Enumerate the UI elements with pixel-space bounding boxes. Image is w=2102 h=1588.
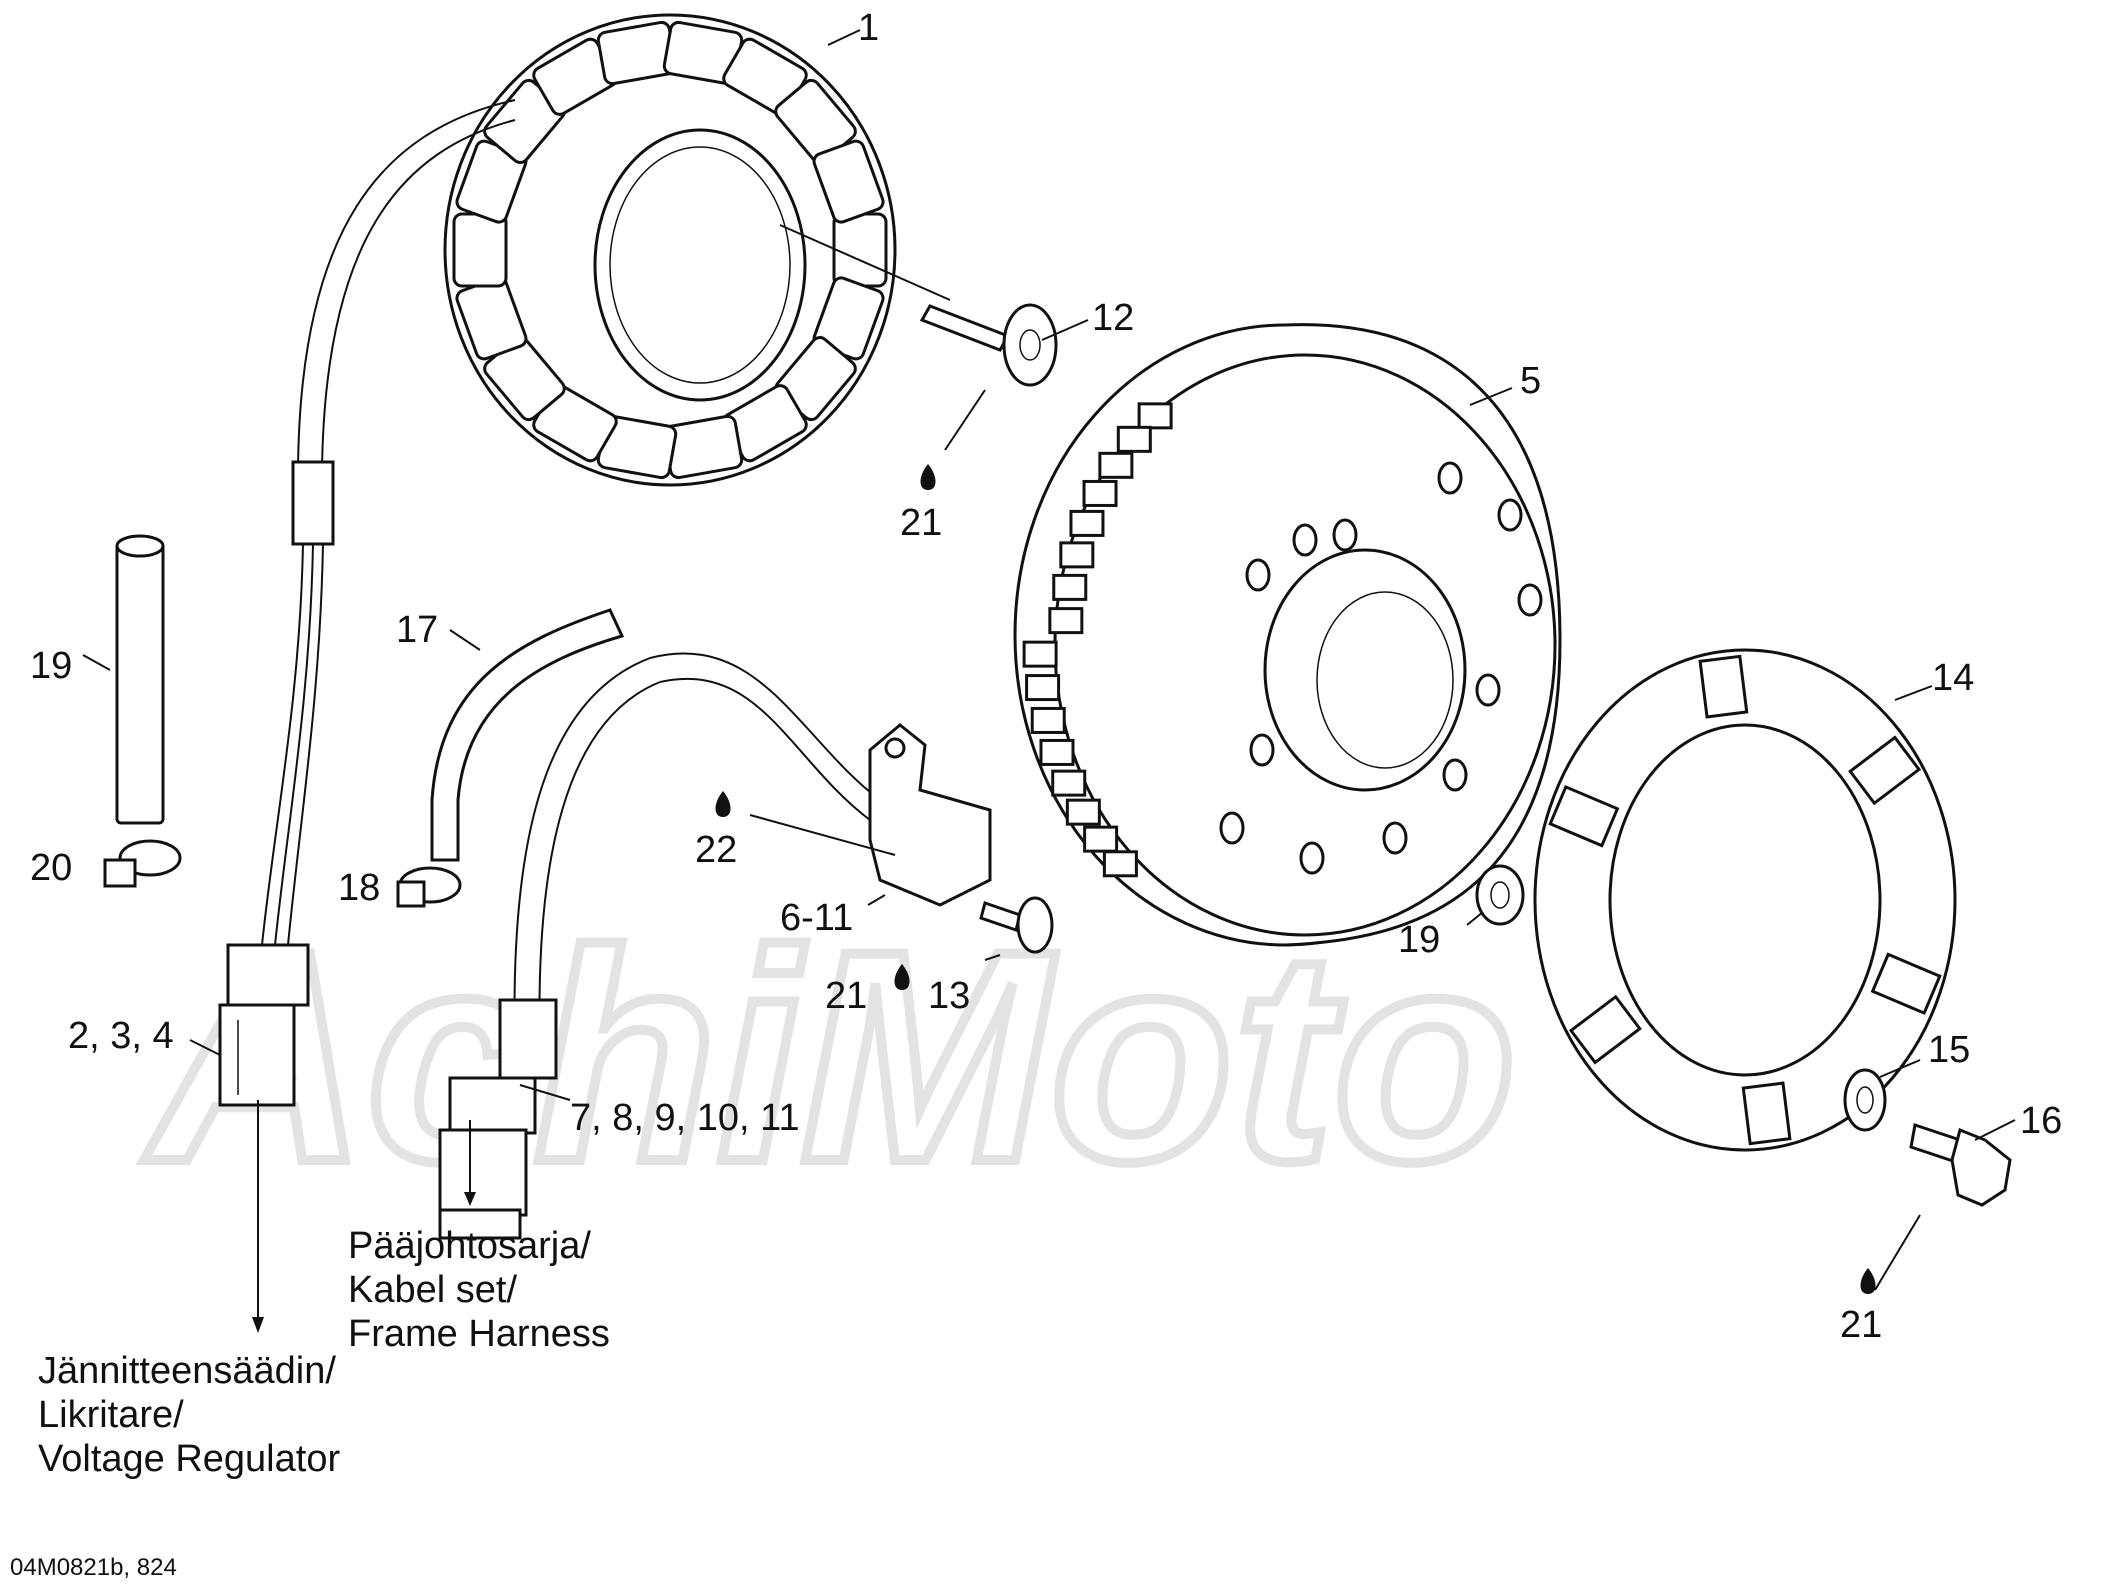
harness-note: Pääjohtosarja/ Kabel set/ Frame Harness [348, 1225, 610, 1355]
magnet [1039, 738, 1075, 766]
magnet [1102, 850, 1138, 878]
stator-tooth [812, 139, 885, 224]
magnet [1048, 607, 1084, 635]
magnet [1025, 674, 1061, 702]
flywheel-hole [1382, 821, 1408, 855]
stator-wire [261, 99, 516, 946]
callout-14: 14 [1932, 657, 1974, 699]
clamp-20 [103, 839, 182, 888]
magnet [1065, 798, 1101, 826]
callout-21-top: 21 [900, 502, 942, 544]
magnet [1022, 640, 1058, 668]
callout-22: 22 [695, 829, 737, 871]
harness-note-line-1: Pääjohtosarja/ [348, 1225, 591, 1267]
oil-drop-icon [920, 464, 936, 490]
stator-tooth [452, 212, 508, 288]
magnet [1069, 509, 1105, 537]
ring-14 [1533, 648, 1957, 1152]
stator-tooth [832, 212, 888, 288]
flywheel-hole [1299, 841, 1325, 875]
regulator-connector [218, 943, 310, 1107]
callout-20: 20 [30, 847, 72, 889]
callout-21-bottom: 21 [1840, 1304, 1882, 1346]
regulator-note-line-3: Voltage Regulator [38, 1438, 340, 1480]
magnet [1052, 573, 1088, 601]
callout-19-right: 19 [1398, 919, 1440, 961]
regulator-note-line-2: Likritare/ [38, 1394, 184, 1436]
flywheel-hole [1497, 498, 1523, 532]
ring-lug [1741, 1081, 1792, 1146]
oil-drop-icon [715, 791, 731, 817]
pickup-sensor [868, 723, 992, 907]
callout-5: 5 [1520, 360, 1541, 402]
magnet [1082, 479, 1118, 507]
washer-19 [1475, 864, 1525, 926]
flywheel-hole [1517, 583, 1543, 617]
callout-2-3-4: 2, 3, 4 [68, 1015, 174, 1057]
oil-drop-icon [1860, 1268, 1876, 1294]
clamp-18 [396, 866, 462, 908]
magnet [1051, 769, 1087, 797]
flywheel-hole [1245, 558, 1271, 592]
magnet [1098, 451, 1134, 479]
magnet [1030, 706, 1066, 734]
callout-13: 13 [928, 975, 970, 1017]
callout-16: 16 [2020, 1100, 2062, 1142]
callout-6-11: 6-11 [780, 897, 853, 939]
flywheel-hole [1292, 523, 1318, 557]
harness-note-line-3: Frame Harness [348, 1313, 610, 1355]
flywheel-hole [1442, 758, 1468, 792]
flywheel-hole [1219, 811, 1245, 845]
flywheel-hole [1249, 733, 1275, 767]
magnet [1083, 825, 1119, 853]
flywheel-hole [1437, 461, 1463, 495]
sleeve-19 [115, 534, 165, 825]
callout-19-left: 19 [30, 645, 72, 687]
magnet [1059, 541, 1095, 569]
flywheel [1013, 323, 1562, 947]
hose-17 [430, 608, 625, 862]
regulator-note: Jännitteensäädin/ Likritare/ Voltage Reg… [38, 1350, 340, 1480]
flywheel-hole [1475, 673, 1501, 707]
leader-lines [82, 29, 2016, 1333]
washer-15 [1843, 1068, 1887, 1132]
oil-drop-icon [894, 964, 910, 990]
diagram-code: 04M0821b, 824 [10, 1554, 177, 1581]
ring-lug [1870, 952, 1942, 1016]
ring-lug [1698, 654, 1749, 719]
regulator-note-line-1: Jännitteensäädin/ [38, 1350, 336, 1392]
callout-18: 18 [338, 867, 380, 909]
stator [443, 13, 897, 487]
callout-7-11: 7, 8, 9, 10, 11 [570, 1097, 800, 1139]
flywheel-hole [1332, 518, 1358, 552]
harness-note-line-2: Kabel set/ [348, 1269, 517, 1311]
bolt-16 [1909, 1123, 2012, 1207]
ring-lug [1848, 735, 1922, 806]
magnet [1116, 425, 1152, 453]
callout-21-mid: 21 [825, 975, 867, 1017]
magnet [1137, 402, 1173, 430]
pickup-harness [438, 652, 881, 1240]
screw-13 [979, 896, 1054, 954]
screw-12 [919, 303, 1058, 387]
callout-labels: 1 12 21 5 19 17 14 22 20 18 6-11 19 21 1… [30, 7, 2062, 1346]
callout-12: 12 [1092, 297, 1134, 339]
callout-15: 15 [1928, 1029, 1970, 1071]
callout-17: 17 [396, 609, 438, 651]
callout-1: 1 [858, 7, 879, 49]
ring-lug [1568, 994, 1642, 1065]
ring-lug [1548, 784, 1620, 848]
